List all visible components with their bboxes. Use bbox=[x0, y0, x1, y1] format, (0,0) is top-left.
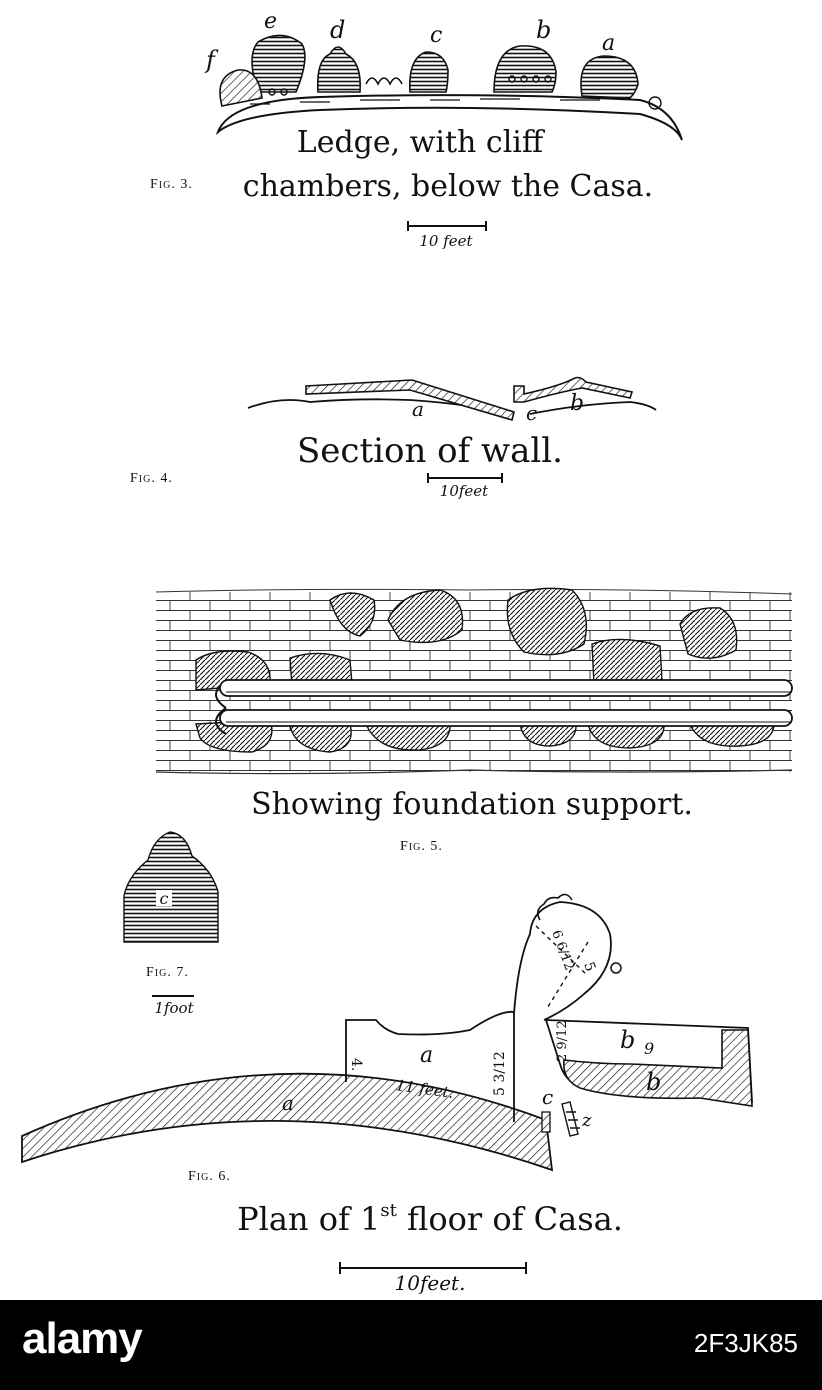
fig7-scale-label: 1foot bbox=[154, 999, 194, 1017]
fig6-label-z: z bbox=[581, 1110, 592, 1131]
fig4-label-a: a bbox=[412, 397, 424, 421]
fig3-label-f: f bbox=[204, 46, 219, 74]
fig6-label-c: c bbox=[542, 1085, 553, 1109]
fig3-label-e: e bbox=[264, 9, 277, 34]
image-id: 2F3JK85 bbox=[693, 1328, 798, 1358]
fig6-dim-five-three: 5 3/12 bbox=[492, 1051, 508, 1096]
fig6-label-a-wall: a bbox=[282, 1091, 294, 1115]
fig3-caption-line2: chambers, below the Casa. bbox=[243, 169, 653, 204]
fig5-foundation-drawing bbox=[155, 587, 793, 775]
fig6-caption-sup: st bbox=[380, 1200, 397, 1221]
fig3-scale-label: 10 feet bbox=[419, 232, 473, 250]
fig7-label-c: c bbox=[160, 889, 169, 908]
fig6-caption: Plan of 1st floor of Casa. bbox=[237, 1200, 623, 1238]
fig6-scale-label: 10feet. bbox=[395, 1271, 466, 1295]
fig3-label-a: a bbox=[602, 31, 615, 56]
fig7-number: Fig. 7. bbox=[146, 965, 189, 980]
fig3-number: Fig. 3. bbox=[150, 177, 193, 192]
fig6-dim-five: 5 bbox=[580, 960, 598, 974]
fig3-label-d: d bbox=[330, 16, 345, 44]
fig6-label-a-room: a bbox=[420, 1043, 433, 1068]
alamy-logo: alamy bbox=[22, 1314, 143, 1363]
watermark-bar: alamy 2F3JK85 bbox=[0, 1300, 822, 1390]
fig4-number: Fig. 4. bbox=[130, 471, 173, 486]
fig4-label-c: c bbox=[526, 401, 537, 425]
fig4-label-b: b bbox=[570, 391, 584, 416]
fig6-caption-main: Plan of 1 bbox=[237, 1200, 380, 1238]
fig6-dim-six-six: 6 6/12 bbox=[548, 928, 576, 972]
fig7-block-drawing bbox=[123, 831, 219, 943]
fig6-dim-two-nine: 2 9/12 bbox=[555, 1020, 570, 1062]
fig4-scale-label: 10feet bbox=[440, 482, 489, 500]
fig3-label-c: c bbox=[430, 23, 442, 48]
fig3-ledge-drawing: f e d c b a bbox=[204, 9, 683, 141]
fig3-caption-line1: Ledge, with cliff bbox=[297, 125, 546, 160]
fig4-scale-bar bbox=[427, 473, 503, 483]
fig6-label-b-room: b bbox=[620, 1026, 635, 1054]
fig5-number: Fig. 5. bbox=[400, 839, 443, 854]
fig4-wall-section-drawing: a c b bbox=[247, 376, 657, 425]
fig4-caption: Section of wall. bbox=[297, 431, 563, 471]
fig5-caption: Showing foundation support. bbox=[251, 787, 693, 822]
fig6-label-b-wall: b bbox=[646, 1068, 661, 1096]
fig6-dim-four: 4. bbox=[348, 1058, 364, 1071]
fig6-scale-bar bbox=[339, 1262, 527, 1274]
fig6-caption-end: floor of Casa. bbox=[397, 1200, 623, 1238]
fig3-scale-bar bbox=[407, 221, 487, 231]
fig6-label-nine: 9 bbox=[644, 1039, 654, 1058]
fig3-label-b: b bbox=[536, 16, 551, 44]
fig6-plan-drawing bbox=[21, 893, 753, 1172]
fig6-number: Fig. 6. bbox=[188, 1169, 231, 1184]
